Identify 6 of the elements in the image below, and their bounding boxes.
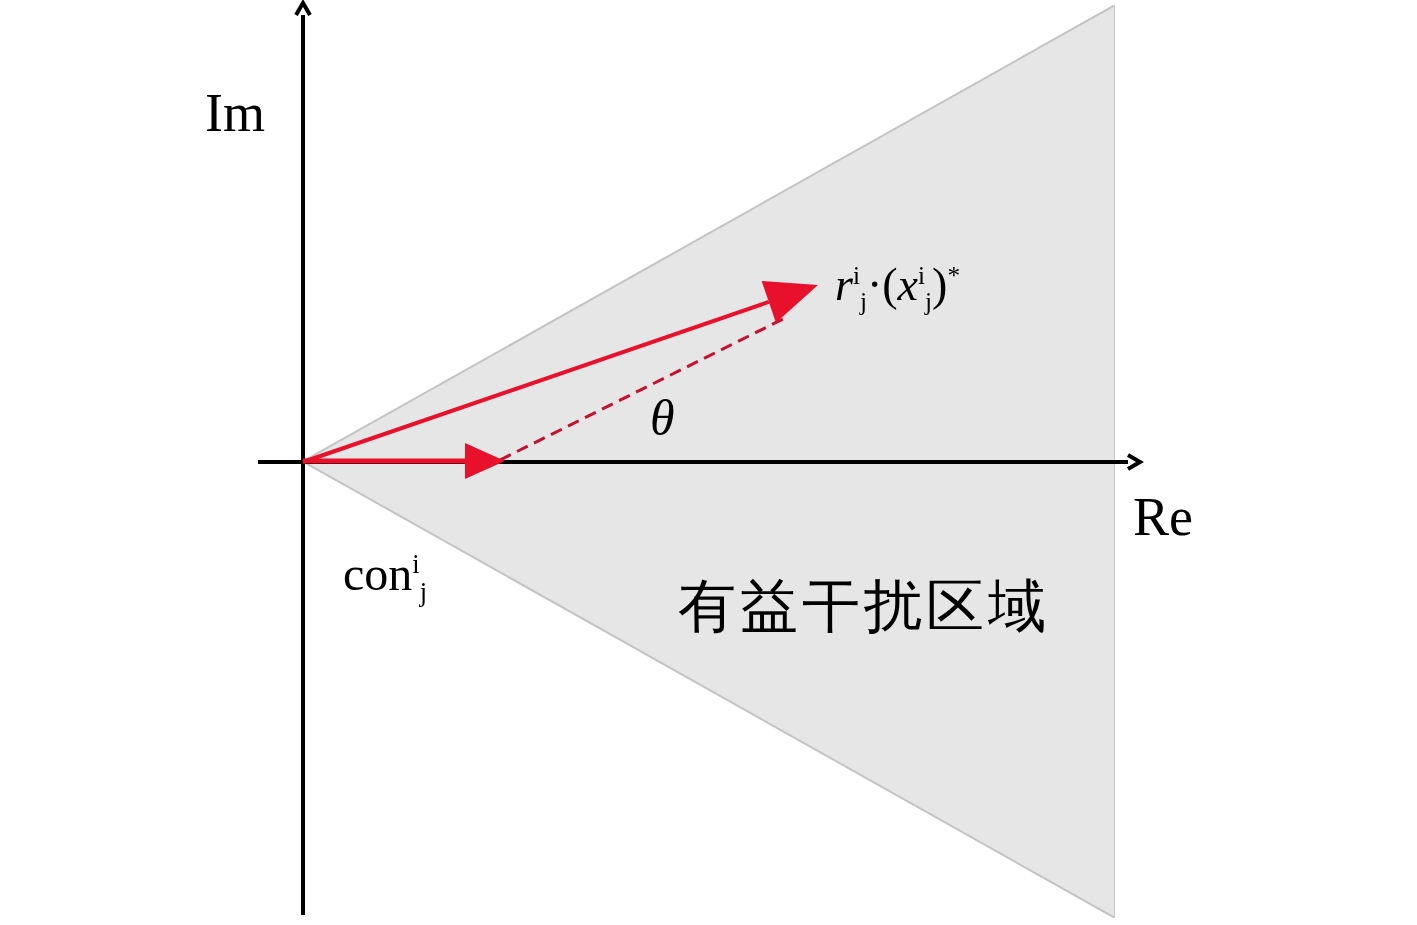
axis-label: Re [1133,490,1193,544]
region-label: 有益干扰区域 [678,577,1050,635]
region-triangle [303,5,1115,918]
vector-label: r$^{i}$$_{j}$·(x$^{i}$$_{j}$)$^{*}$ [835,262,961,315]
angle-label: θ [650,393,675,443]
axis-label: Im [205,86,265,140]
